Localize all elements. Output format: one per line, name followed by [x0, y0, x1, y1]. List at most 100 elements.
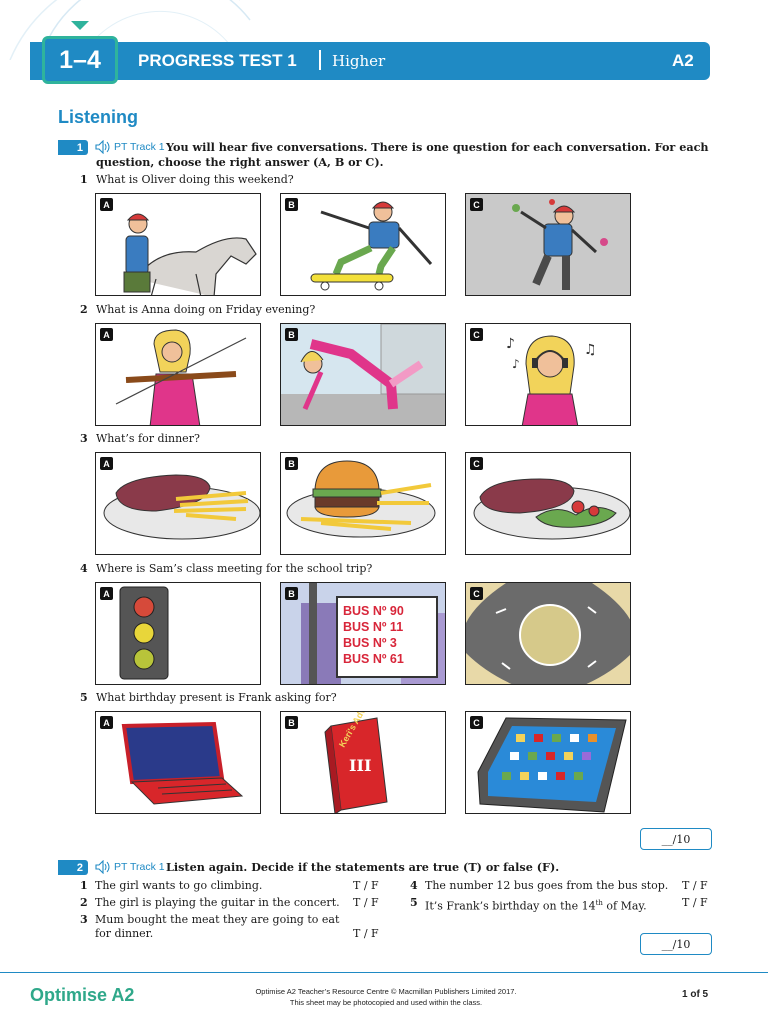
question-number: 5	[80, 691, 88, 704]
steak-salad-icon	[473, 478, 630, 540]
option-c-music-picture[interactable]: C ♪♫♪	[465, 323, 631, 426]
option-letter: B	[285, 198, 298, 211]
question-number: 4	[80, 562, 88, 575]
score-box[interactable]: __/10	[640, 828, 712, 850]
traffic-light-icon	[119, 586, 169, 680]
option-a-traffic-lights-picture[interactable]: A	[95, 582, 261, 685]
copyright-line: Optimise A2 Teacher’s Resource Centre © …	[255, 987, 517, 996]
instruction: Listen again. Decide if the statements a…	[166, 860, 560, 874]
statement-text-part: of May.	[602, 899, 647, 913]
steak-chips-icon	[103, 474, 260, 540]
footer-brand: Optimise A2	[30, 985, 135, 1005]
option-b-bus-stop-picture[interactable]: B BUS Nº 90 BUS Nº 11 BUS Nº 3 BUS Nº 61	[280, 582, 446, 685]
true-false-choice[interactable]: T / F	[353, 879, 379, 892]
svg-text:♫: ♫	[584, 342, 597, 358]
option-a-steak-chips-picture[interactable]: A	[95, 452, 261, 555]
statement-text: The girl wants to go climbing.	[95, 879, 263, 892]
option-c-climbing-picture[interactable]: C	[465, 193, 631, 296]
burger-icon	[286, 460, 436, 538]
score-box[interactable]: __/10	[640, 933, 712, 955]
option-letter: A	[100, 587, 113, 600]
test-level: Higher	[332, 52, 386, 70]
question-number: 1	[80, 173, 88, 186]
footer-divider	[0, 972, 768, 973]
exercise-number: 2	[58, 860, 88, 875]
option-c-roundabout-picture[interactable]: C	[465, 582, 631, 685]
option-b-skateboarding-picture[interactable]: B	[280, 193, 446, 296]
audio-speaker-icon	[95, 140, 110, 154]
option-letter: A	[100, 198, 113, 211]
statement-number: 1	[80, 879, 88, 892]
bus-sign-list: BUS Nº 90 BUS Nº 11 BUS Nº 3 BUS Nº 61	[343, 603, 404, 667]
question-text: What’s for dinner?	[96, 432, 200, 445]
bus-sign-icon	[301, 583, 445, 684]
dancer-icon	[281, 324, 445, 425]
option-b-burger-picture[interactable]: B	[280, 452, 446, 555]
statement-number: 4	[410, 879, 418, 892]
statement-text-continued: for dinner.	[95, 927, 154, 940]
option-letter: A	[100, 457, 113, 470]
true-false-choice[interactable]: T / F	[682, 896, 708, 909]
horse-riding-icon	[123, 213, 257, 295]
option-letter: C	[470, 198, 483, 211]
unit-badge: 1–4	[42, 36, 118, 84]
instruction-line-2: question, choose the right answer (A, B …	[96, 155, 384, 169]
test-title: PROGRESS TEST 1	[138, 51, 297, 70]
question-text: Where is Sam’s class meeting for the sch…	[96, 562, 373, 575]
climbing-wall-icon	[512, 199, 608, 290]
statement-number: 3	[80, 913, 88, 926]
unit-pointer-icon	[71, 21, 89, 30]
option-letter: A	[100, 328, 113, 341]
bus-sign-line: BUS Nº 11	[343, 620, 404, 634]
option-a-horse-riding-picture[interactable]: A	[95, 193, 261, 296]
option-c-tablet-picture[interactable]: C	[465, 711, 631, 814]
option-letter: B	[285, 716, 298, 729]
audio-speaker-icon	[95, 860, 110, 874]
option-letter: C	[470, 457, 483, 470]
bus-sign-line: BUS Nº 3	[343, 636, 397, 650]
option-b-dancing-picture[interactable]: B	[280, 323, 446, 426]
svg-text:♪: ♪	[512, 357, 520, 371]
question-number: 3	[80, 432, 88, 445]
tablet-icon	[477, 717, 627, 813]
svg-text:♪: ♪	[506, 336, 515, 352]
statement-number: 2	[80, 896, 88, 909]
laptop-icon	[121, 721, 244, 805]
option-letter: C	[470, 716, 483, 729]
skateboard-icon	[310, 201, 433, 291]
option-b-video-game-picture[interactable]: B Keri's Adventures III	[280, 711, 446, 814]
statement-text-part: It’s Frank’s birthday on the 14	[425, 899, 596, 913]
page-number: 1 of 5	[682, 989, 709, 1000]
statement-text: The number 12 bus goes from the bus stop…	[425, 879, 669, 892]
level-code: A2	[672, 51, 694, 70]
ordinal-suffix: th	[595, 899, 603, 907]
true-false-choice[interactable]: T / F	[353, 896, 379, 909]
option-c-steak-salad-picture[interactable]: C	[465, 452, 631, 555]
statement-text: Mum bought the meat they are going to ea…	[95, 913, 340, 926]
statement-number: 5	[410, 896, 418, 909]
header-bar	[30, 42, 710, 80]
track-label: PT Track 1	[114, 861, 165, 873]
copyright-line: This sheet may be photocopied and used w…	[289, 998, 483, 1007]
question-number: 2	[80, 303, 88, 316]
bus-sign-line: BUS Nº 61	[343, 652, 404, 666]
footer-copyright: Optimise A2 Teacher’s Resource Centre © …	[236, 986, 536, 1008]
question-text: What birthday present is Frank asking fo…	[96, 691, 337, 704]
true-false-choice[interactable]: T / F	[353, 927, 379, 940]
option-letter: B	[285, 457, 298, 470]
track-label: PT Track 1	[114, 141, 165, 153]
option-letter: B	[285, 328, 298, 341]
question-text: What is Oliver doing this weekend?	[96, 173, 294, 186]
statement-text: The girl is playing the guitar in the co…	[95, 896, 340, 909]
header-divider	[319, 50, 321, 70]
question-text: What is Anna doing on Friday evening?	[96, 303, 316, 316]
roundabout-icon	[466, 583, 630, 684]
instruction-line-1: You will hear five conversations. There …	[166, 140, 709, 154]
violin-icon	[115, 329, 247, 425]
game-box-icon	[324, 717, 388, 813]
option-a-laptop-picture[interactable]: A	[95, 711, 261, 814]
option-letter: A	[100, 716, 113, 729]
option-a-violin-picture[interactable]: A	[95, 323, 261, 426]
game-box-numeral: III	[349, 756, 372, 775]
true-false-choice[interactable]: T / F	[682, 879, 708, 892]
